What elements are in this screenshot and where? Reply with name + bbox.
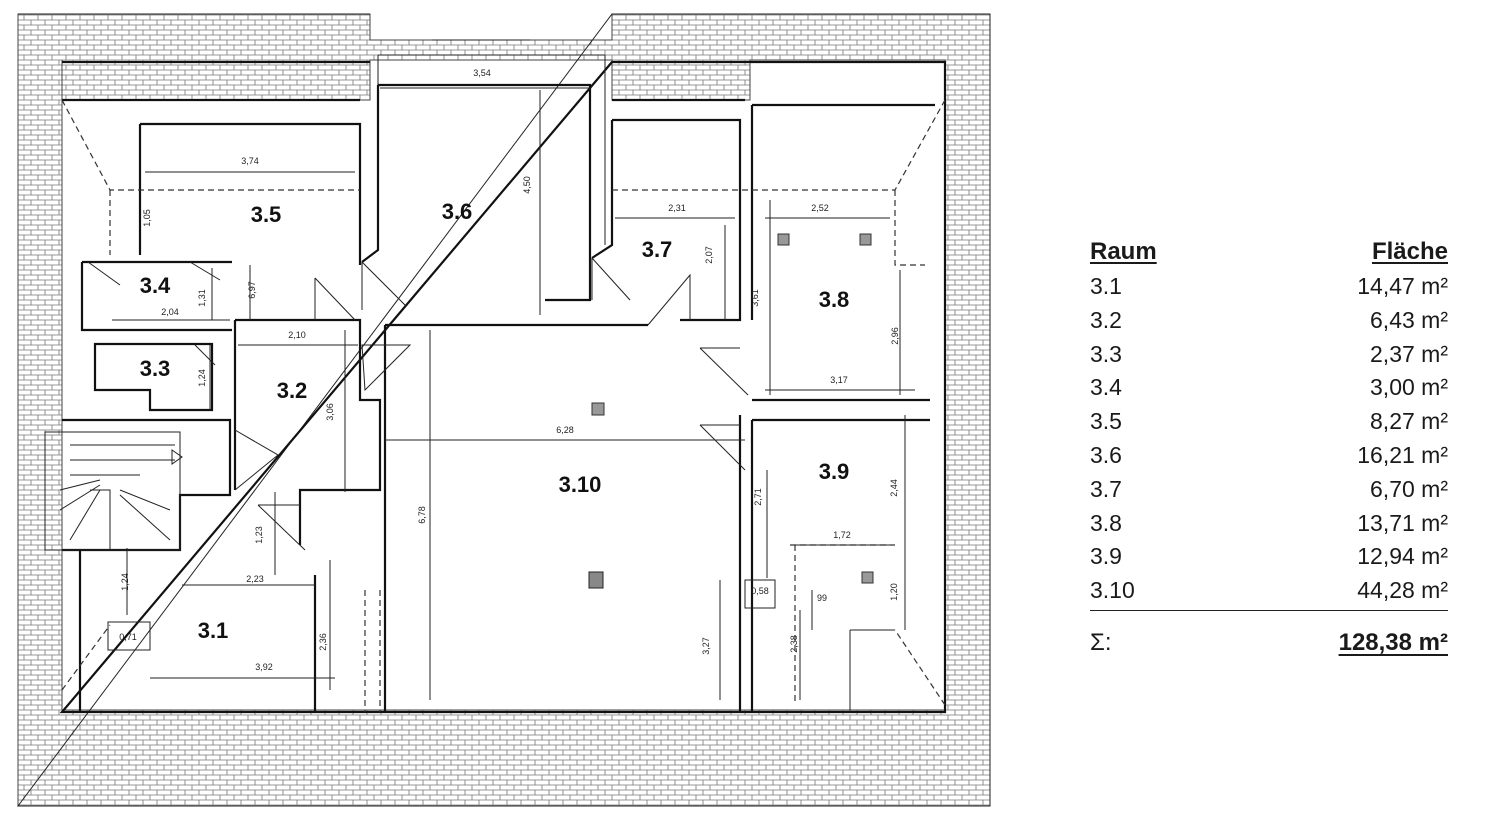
room-label: 3.1 [198, 618, 229, 643]
dimension-label: 2,36 [318, 633, 328, 651]
dimension-label: 1,24 [120, 573, 130, 591]
room-label: 3.7 [642, 237, 673, 262]
table-row: 3.7 6,70 m² [1090, 473, 1448, 507]
dimension-label: 3,92 [255, 662, 273, 672]
header-room: Raum [1090, 238, 1157, 265]
dimension-label: 3,54 [473, 68, 491, 78]
room-label: 3.10 [559, 472, 602, 497]
room-label: 3.5 [251, 202, 282, 227]
total-label: Σ: [1090, 628, 1112, 656]
room-area: 12,94 m² [1357, 543, 1448, 570]
dimension-label: 2,23 [246, 574, 264, 584]
dimension-label: 2,07 [704, 246, 714, 264]
room-area: 13,71 m² [1357, 509, 1448, 536]
table-row: 3.6 16,21 m² [1090, 439, 1448, 473]
room-label: 3.2 [277, 378, 308, 403]
room-labels: 3.1 3.2 3.3 3.4 3.5 3.6 3.7 3.8 3.9 3.10 [140, 199, 850, 643]
staircase [44, 431, 183, 551]
area-table-header: Raum Fläche [1090, 238, 1448, 266]
dimension-label: 6,97 [247, 281, 257, 299]
room-area: 44,28 m² [1357, 577, 1448, 604]
room-area: 14,47 m² [1357, 273, 1448, 299]
interior-walls [62, 83, 935, 712]
room-label: 3.9 [819, 459, 850, 484]
table-row: 3.1 14,47 m² [1090, 270, 1448, 304]
dimension-label: 3,74 [241, 156, 259, 166]
room-area: 3,00 m² [1370, 374, 1448, 401]
floor-plan-drawing: 3,54 3,74 4,50 2,31 2,52 1,05 2,07 3,61 6,97 1,31… [17, 13, 991, 807]
dimension-label: 6,28 [556, 425, 574, 435]
dimension-label: 1,20 [889, 583, 899, 601]
dimension-label: 1,31 [197, 289, 207, 307]
dimension-labels: 3,54 3,74 4,50 2,31 2,52 1,05 2,07 3,61 6,97 1,31… [119, 68, 900, 672]
dimension-label: 3,27 [701, 637, 711, 655]
dimension-label: 1,72 [833, 530, 851, 540]
room-area: 6,43 m² [1370, 306, 1448, 333]
dimension-label: 3,61 [750, 289, 760, 307]
dimension-label: 6,78 [417, 506, 427, 524]
dimension-label: 3,17 [830, 375, 848, 385]
dimension-label: 2,38 [789, 635, 799, 653]
room-label: 3.4 [140, 273, 171, 298]
room-id: 3.4 [1090, 374, 1122, 401]
room-id: 3.5 [1090, 408, 1122, 435]
room-id: 3.8 [1090, 509, 1122, 536]
room-id: 3.1 [1090, 273, 1122, 299]
room-id: 3.7 [1090, 475, 1122, 502]
room-id: 3.3 [1090, 340, 1122, 367]
floor-plan: 3,54 3,74 4,50 2,31 2,52 1,05 2,07 3,61 6,97 1,31… [17, 13, 991, 807]
dimension-label: 2,10 [288, 330, 306, 340]
dimension-label: 2,96 [890, 327, 900, 345]
room-area: 16,21 m² [1357, 441, 1448, 468]
door-swings [87, 257, 749, 551]
header-area: Fläche [1371, 238, 1448, 265]
vent-markers [588, 233, 874, 589]
table-row: 3.4 3,00 m² [1090, 371, 1448, 405]
area-total: Σ: 128,38 m² [1090, 629, 1448, 657]
dimension-label: 2,04 [161, 307, 179, 317]
room-id: 3.6 [1090, 441, 1122, 468]
total-value: 128,38 m² [1338, 628, 1448, 656]
dimension-label: 99 [817, 593, 827, 603]
outer-walls [59, 39, 947, 714]
dimension-label: 1,24 [197, 369, 207, 387]
room-label: 3.6 [442, 199, 473, 224]
dimension-label: 3,06 [325, 403, 335, 421]
table-row: 3.2 6,43 m² [1090, 304, 1448, 338]
dimension-label: 1,23 [254, 526, 264, 544]
area-table: Raum Fläche 3.1 14,47 m² 3.2 6,43 m² 3.3 2,… [1090, 238, 1448, 657]
area-table-rows: 3.1 14,47 m² 3.2 6,43 m² 3.3 2,37 m² 3.4 3,0… [1090, 270, 1448, 611]
dimension-label: 2,52 [811, 203, 829, 213]
dimension-lines [112, 87, 915, 700]
dimension-label: 1,05 [142, 209, 152, 227]
dimension-label: 4,50 [522, 176, 532, 194]
table-row: 3.5 8,27 m² [1090, 405, 1448, 439]
dimension-label: 0,71 [119, 632, 137, 642]
dimension-label: 2,71 [753, 488, 763, 506]
room-id: 3.9 [1090, 543, 1122, 570]
room-area: 6,70 m² [1370, 475, 1448, 502]
room-label: 3.3 [140, 356, 171, 381]
table-row: 3.10 44,28 m² [1090, 574, 1448, 608]
table-row: 3.8 13,71 m² [1090, 507, 1448, 541]
room-area: 8,27 m² [1370, 408, 1448, 435]
table-row: 3.3 2,37 m² [1090, 338, 1448, 372]
dimension-label: 0,58 [751, 586, 769, 596]
table-row: 3.9 12,94 m² [1090, 540, 1448, 574]
dimension-label: 2,31 [668, 203, 686, 213]
dimension-label: 2,44 [889, 479, 899, 497]
room-id: 3.2 [1090, 306, 1122, 333]
room-id: 3.10 [1090, 577, 1135, 604]
room-label: 3.8 [819, 287, 850, 312]
room-area: 2,37 m² [1370, 340, 1448, 367]
